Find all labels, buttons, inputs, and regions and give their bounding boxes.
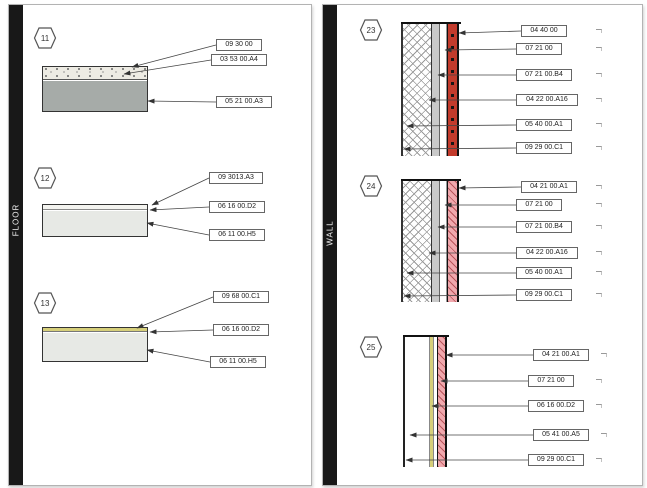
detail-marker-25[interactable]: 25 [359,335,383,359]
layer-stud-wall [403,335,430,467]
keynote-tag[interactable]: 09 68 00.C1 [213,291,269,303]
layer-concrete-topping [43,67,147,80]
tick-mark [596,29,602,33]
keynote-tag[interactable]: 06 16 00.D2 [213,324,269,336]
tick-mark [596,379,602,383]
floor-assembly-12 [42,204,148,237]
layer-cavity [434,335,437,467]
layer-brick-veneer [447,179,459,302]
keynote-tag[interactable]: 09 29 00.C1 [516,289,572,301]
wall-top-edge [401,179,461,181]
page-strip-label: WALL [325,220,335,246]
layer-structure [43,211,147,236]
tick-mark [596,185,602,189]
keynote-tag[interactable]: 04 21 00.A1 [521,181,577,193]
layer-veneer [447,22,459,156]
wall-top-edge [401,22,461,24]
veneer-tie-marks [451,25,454,154]
tick-mark [596,146,602,150]
hexagon-icon [359,19,383,41]
tick-mark [596,47,602,51]
detail-marker-24[interactable]: 24 [359,174,383,198]
page-strip-label: FLOOR [11,203,21,237]
layer-masonry-backup [401,179,432,302]
layer-cavity [440,22,447,156]
hexagon-icon [33,292,57,314]
detail-number: 24 [366,181,376,191]
tick-mark [596,404,602,408]
tick-mark [596,225,602,229]
keynote-tag[interactable]: 06 16 00.D2 [528,400,584,412]
keynote-tag[interactable]: 05 40 00.A1 [516,267,572,279]
tick-mark [596,251,602,255]
keynote-tag[interactable]: 04 21 00.A1 [533,349,589,361]
layer-brick-veneer [437,335,447,467]
wall-assembly-23 [401,22,461,156]
keynote-tag[interactable]: 05 41 00.A5 [533,429,589,441]
layer-structure [43,81,147,111]
floor-assembly-11 [42,66,148,112]
wall-assembly-25 [403,335,449,467]
keynote-tag[interactable]: 09 29 00.C1 [528,454,584,466]
wall-top-edge [403,335,449,337]
keynote-tag[interactable]: 09 29 00.C1 [516,142,572,154]
hexagon-icon [359,175,383,197]
tick-mark [596,203,602,207]
keynote-tag[interactable]: 04 22 00.A16 [516,247,578,259]
layer-sheathing [43,205,147,210]
floor-assembly-13 [42,327,148,362]
tick-mark [596,123,602,127]
detail-marker-13[interactable]: 13 [33,291,57,315]
keynote-tag[interactable]: 07 21 00.B4 [516,221,572,233]
detail-number: 23 [366,25,376,35]
keynote-tag[interactable]: 06 11 00.H5 [210,356,266,368]
layer-sheathing [430,335,434,467]
tick-mark [596,458,602,462]
wall-details-page: WALL [322,4,643,486]
detail-marker-12[interactable]: 12 [33,166,57,190]
keynote-tag[interactable]: 09 30 00 [216,39,262,51]
keynote-tag[interactable]: 05 40 00.A1 [516,119,572,131]
hexagon-icon [33,27,57,49]
keynote-tag[interactable]: 09 3013.A3 [209,172,263,184]
keynote-tag[interactable]: 07 21 00 [528,375,574,387]
layer-finish [43,328,147,332]
tick-mark [601,353,607,357]
keynote-tag[interactable]: 04 22 00.A16 [516,94,578,106]
detail-marker-11[interactable]: 11 [33,26,57,50]
tick-mark [596,73,602,77]
tick-mark [596,293,602,297]
keynote-tag[interactable]: 07 21 00 [516,43,562,55]
detail-number: 12 [40,173,50,183]
keynote-tag[interactable]: 07 21 00 [516,199,562,211]
detail-marker-23[interactable]: 23 [359,18,383,42]
layer-masonry-backup [401,22,432,156]
layer-sheathing [432,179,440,302]
hexagon-icon [33,167,57,189]
detail-number: 11 [40,33,50,43]
keynote-tag[interactable]: 03 53 00.A4 [211,54,267,66]
keynote-tag[interactable]: 04 40 00 [521,25,567,37]
tick-mark [596,271,602,275]
detail-number: 25 [366,342,376,352]
wall-assembly-24 [401,179,461,302]
tick-mark [601,433,607,437]
floor-page-edge-strip: FLOOR [9,5,23,485]
layer-sheathing [432,22,440,156]
tick-mark [596,98,602,102]
keynote-tag[interactable]: 06 16 00.D2 [209,201,265,213]
hexagon-icon [359,336,383,358]
layer-cavity [440,179,447,302]
keynote-tag[interactable]: 07 21 00.B4 [516,69,572,81]
keynote-tag[interactable]: 06 11 00.H5 [209,229,265,241]
layer-structure [43,333,147,361]
keynote-tag[interactable]: 05 21 00.A3 [216,96,272,108]
detail-number: 13 [40,298,50,308]
wall-page-edge-strip: WALL [323,5,337,485]
